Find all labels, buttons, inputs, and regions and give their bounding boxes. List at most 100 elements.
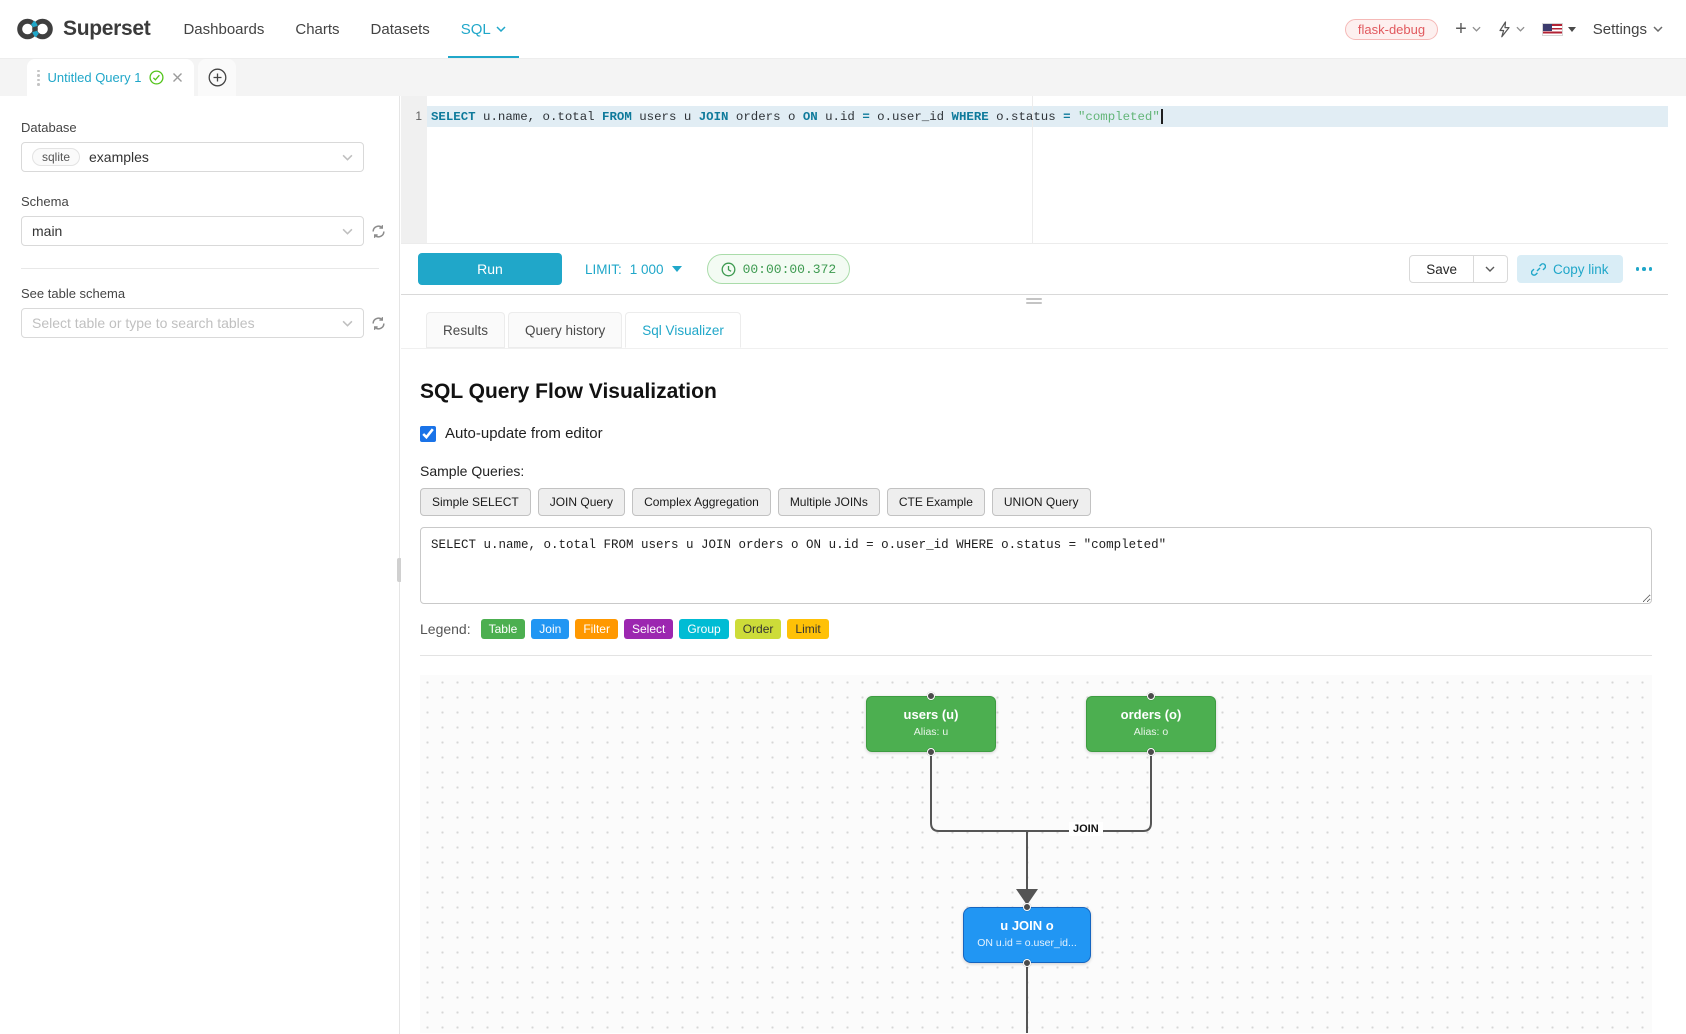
- sample-join-query-button[interactable]: JOIN Query: [537, 488, 626, 516]
- sql-editor[interactable]: 1 SELECT u.name, o.total FROM users u JO…: [401, 96, 1668, 243]
- node-handle[interactable]: [927, 692, 935, 700]
- refresh-schemas-button[interactable]: [371, 224, 386, 239]
- node-handle[interactable]: [1023, 959, 1031, 967]
- node-handle[interactable]: [1147, 748, 1155, 756]
- auto-update-label: Auto-update from editor: [445, 425, 603, 442]
- nav-item-sql[interactable]: SQL: [447, 0, 519, 58]
- copy-link-button[interactable]: Copy link: [1516, 255, 1623, 283]
- sidebar-resize-handle[interactable]: [397, 558, 402, 582]
- close-icon[interactable]: [172, 72, 183, 83]
- query-tab-strip: Untitled Query 1: [0, 59, 1686, 96]
- plus-circle-icon: [208, 68, 226, 87]
- table-select-placeholder: Select table or type to search tables: [32, 315, 255, 331]
- flow-node-orders[interactable]: orders (o) Alias: o: [1086, 696, 1216, 752]
- sample-cte-example-button[interactable]: CTE Example: [886, 488, 985, 516]
- schema-value: main: [32, 223, 63, 239]
- query-tab-untitled-1[interactable]: Untitled Query 1: [27, 59, 194, 96]
- sample-complex-aggregation-button[interactable]: Complex Aggregation: [632, 488, 771, 516]
- run-button[interactable]: Run: [418, 253, 562, 285]
- result-tabs: Results Query history Sql Visualizer: [401, 312, 1668, 349]
- active-line-highlight: [427, 106, 1668, 127]
- chevron-down-icon: [342, 154, 353, 161]
- tab-sql-visualizer[interactable]: Sql Visualizer: [625, 312, 741, 348]
- flow-node-join[interactable]: u JOIN o ON u.id = o.user_id...: [963, 907, 1091, 963]
- sample-multiple-joins-button[interactable]: Multiple JOINs: [777, 488, 880, 516]
- sample-queries-label: Sample Queries:: [420, 463, 525, 479]
- text-cursor: [1160, 109, 1163, 124]
- us-flag-icon: [1541, 22, 1563, 36]
- table-select[interactable]: Select table or type to search tables: [21, 308, 364, 338]
- superset-infinity-icon: [17, 18, 53, 40]
- flow-canvas[interactable]: users (u) Alias: u orders (o) Alias: o u…: [420, 675, 1652, 1033]
- chevron-down-icon: [1485, 266, 1495, 272]
- visualizer-panel: SQL Query Flow Visualization Auto-update…: [401, 349, 1668, 1034]
- database-engine-tag: sqlite: [32, 148, 81, 166]
- chevron-down-icon: [1653, 26, 1663, 32]
- chevron-down-icon: [1472, 26, 1481, 32]
- table-schema-label: See table schema: [21, 286, 126, 301]
- chevron-down-icon: [342, 320, 353, 327]
- more-menu-button[interactable]: [1632, 261, 1657, 277]
- nav-item-dashboards[interactable]: Dashboards: [183, 20, 265, 38]
- database-select[interactable]: sqlite examples: [21, 142, 364, 172]
- print-margin-ruler: [1032, 96, 1033, 243]
- superset-logo[interactable]: Superset: [15, 17, 151, 41]
- settings-menu[interactable]: Settings: [1593, 21, 1663, 38]
- query-search-button[interactable]: [1498, 20, 1525, 38]
- node-handle[interactable]: [927, 748, 935, 756]
- legend-badge-table: Table: [480, 619, 526, 639]
- pane-resize-handle[interactable]: [1026, 298, 1042, 306]
- legend-badge-select: Select: [623, 619, 674, 639]
- new-item-button[interactable]: +: [1455, 19, 1481, 39]
- save-options-button[interactable]: [1473, 255, 1508, 283]
- page-title: SQL Query Flow Visualization: [420, 380, 717, 403]
- schema-select[interactable]: main: [21, 216, 364, 246]
- editor-toolbar: Run LIMIT: 1 000 00:00:00.372 Save Copy …: [401, 243, 1668, 294]
- top-navbar: Superset Dashboards Charts Datasets SQL …: [0, 0, 1686, 59]
- legend-label: Legend:: [420, 621, 471, 637]
- node-handle[interactable]: [1147, 692, 1155, 700]
- sql-input-textarea[interactable]: SELECT u.name, o.total FROM users u JOIN…: [420, 527, 1652, 604]
- code-line[interactable]: SELECT u.name, o.total FROM users u JOIN…: [431, 106, 1163, 127]
- editor-gutter: 1: [401, 96, 427, 243]
- sqllab-sidebar: Database sqlite examples Schema main See…: [0, 96, 400, 1034]
- query-timer: 00:00:00.372: [706, 254, 851, 284]
- brand-name: Superset: [63, 17, 151, 40]
- join-edge-label: JOIN: [1069, 822, 1103, 836]
- tab-results[interactable]: Results: [426, 312, 506, 348]
- legend: Legend: Table Join Filter Select Group O…: [420, 618, 1652, 640]
- database-label: Database: [21, 120, 77, 135]
- chevron-down-icon: [342, 228, 353, 235]
- line-number: 1: [415, 109, 422, 123]
- chevron-down-icon: [496, 26, 506, 32]
- sample-simple-select-button[interactable]: Simple SELECT: [420, 488, 531, 516]
- limit-value: 1 000: [629, 261, 664, 277]
- sample-union-query-button[interactable]: UNION Query: [991, 488, 1091, 516]
- auto-update-checkbox[interactable]: [420, 425, 436, 442]
- limit-dropdown[interactable]: LIMIT: 1 000: [585, 262, 682, 277]
- flow-node-users[interactable]: users (u) Alias: u: [866, 696, 996, 752]
- language-picker[interactable]: [1541, 22, 1576, 36]
- legend-badge-join: Join: [531, 619, 570, 639]
- node-handle[interactable]: [1023, 903, 1031, 911]
- legend-badge-filter: Filter: [575, 619, 618, 639]
- flow-edges: [930, 752, 1152, 1033]
- new-query-tab-button[interactable]: [198, 59, 236, 96]
- save-button[interactable]: Save: [1409, 255, 1474, 283]
- tab-query-history[interactable]: Query history: [508, 312, 623, 348]
- refresh-icon: [372, 224, 385, 238]
- database-value: examples: [89, 149, 149, 165]
- nav-item-charts[interactable]: Charts: [295, 20, 340, 38]
- refresh-icon: [372, 316, 385, 330]
- lightning-bolt-icon: [1499, 20, 1510, 37]
- sample-query-buttons: Simple SELECT JOIN Query Complex Aggrega…: [420, 488, 1652, 516]
- pane-divider: [401, 294, 1668, 295]
- nav-item-datasets[interactable]: Datasets: [370, 20, 430, 38]
- navbar-right: flask-debug + Settings: [1344, 18, 1663, 40]
- drag-handle-icon[interactable]: [37, 69, 40, 86]
- schema-label: Schema: [21, 194, 69, 209]
- refresh-tables-button[interactable]: [371, 316, 386, 331]
- clock-icon: [721, 262, 736, 276]
- plus-icon: +: [1455, 18, 1467, 40]
- legend-badge-order: Order: [734, 619, 782, 639]
